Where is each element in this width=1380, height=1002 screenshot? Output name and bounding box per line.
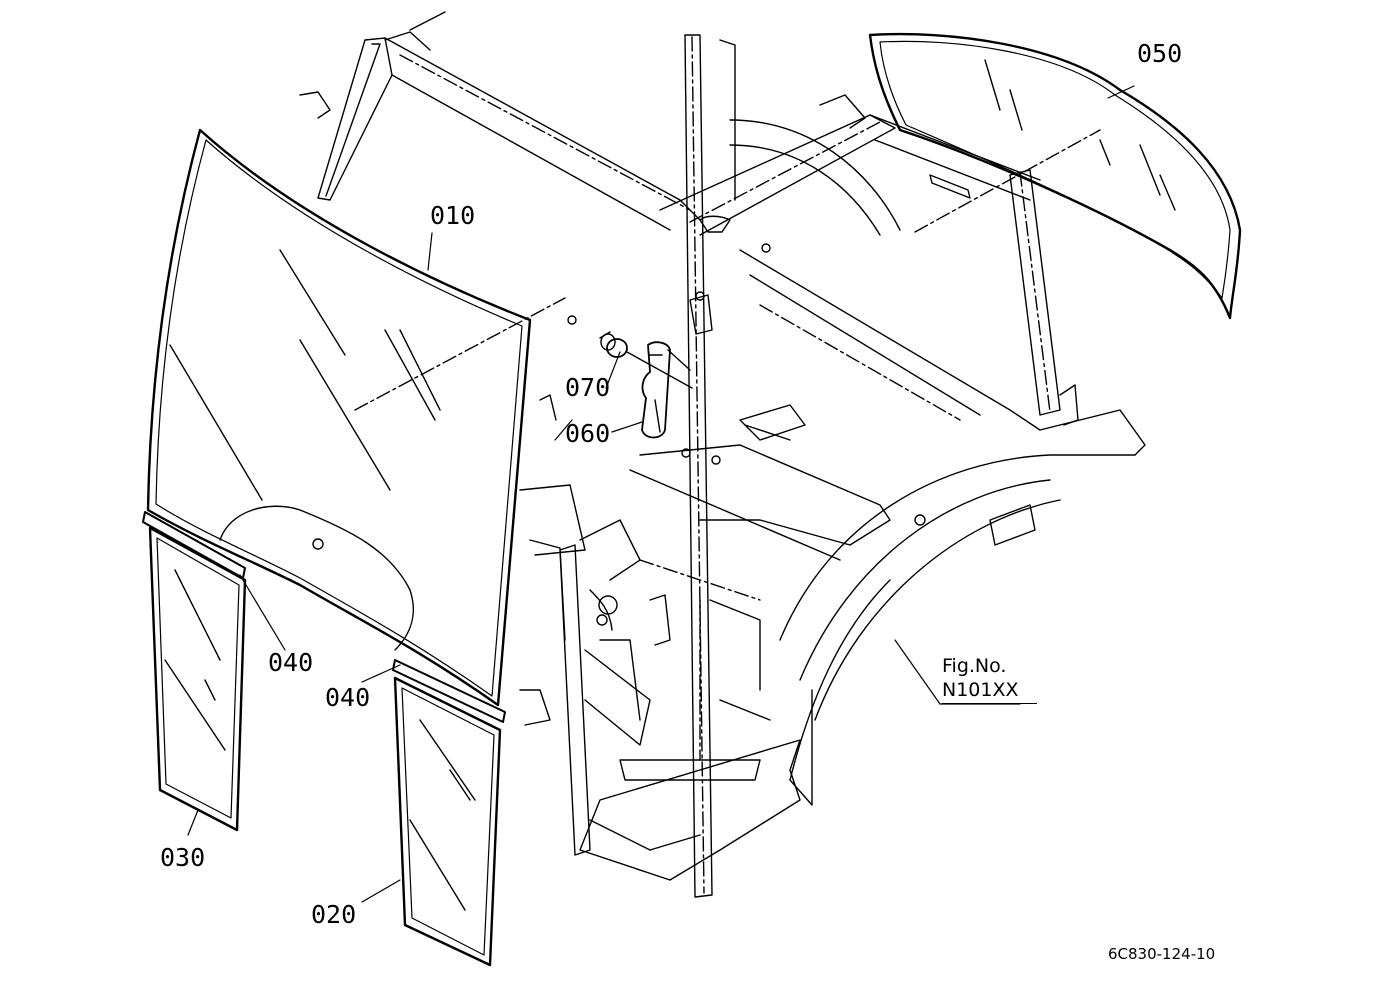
figure-reference-line1: Fig.No. <box>942 655 1007 677</box>
leader-lines <box>188 86 1134 902</box>
callout-070: 070 <box>565 373 611 402</box>
callout-030: 030 <box>160 843 206 872</box>
figure-reference-line2: N101XX <box>942 679 1037 704</box>
callout-040-right: 040 <box>325 683 371 712</box>
seal-040-right <box>393 660 505 722</box>
handle-060 <box>642 342 690 437</box>
callout-040-left: 040 <box>268 648 314 677</box>
knob-070 <box>600 295 712 388</box>
callout-050: 050 <box>1137 39 1183 68</box>
drawing-code: 6C830-124-10 <box>1108 945 1216 963</box>
callout-020: 020 <box>311 900 357 929</box>
figure-reference: Fig.No. N101XX <box>942 655 1037 704</box>
callout-060: 060 <box>565 419 611 448</box>
glass-050 <box>870 34 1240 318</box>
callout-010: 010 <box>430 201 476 230</box>
glass-020 <box>395 678 500 965</box>
glass-010 <box>148 130 565 705</box>
cab-frame <box>300 12 1145 897</box>
glass-030 <box>150 528 245 830</box>
